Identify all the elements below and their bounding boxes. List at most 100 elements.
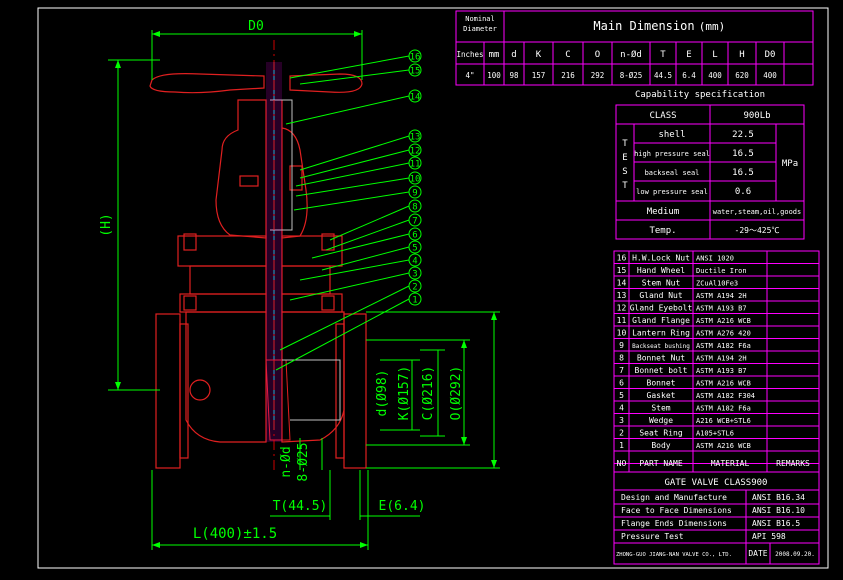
dim-nd2: 8-Ø25 bbox=[296, 442, 311, 481]
standard-value: ANSI B16.10 bbox=[752, 506, 805, 515]
main-header-cell: L bbox=[712, 50, 717, 60]
part-material: ANSI 1020 bbox=[696, 255, 734, 263]
dim-D0: D0 bbox=[248, 19, 264, 34]
dim-O: O(Ø292) bbox=[449, 366, 464, 421]
main-value-cell: 216 bbox=[561, 71, 575, 80]
body-right bbox=[281, 311, 345, 443]
main-value-cell: 292 bbox=[591, 71, 605, 80]
bonnet bbox=[189, 265, 267, 295]
title-block bbox=[613, 471, 820, 565]
main-value-cell: 6.4 bbox=[682, 71, 696, 80]
header-part-name: PART NAME bbox=[639, 459, 683, 468]
part-name: Gland Nut bbox=[639, 291, 683, 300]
part-balloon: 8 bbox=[412, 203, 417, 213]
test-row-value: 22.5 bbox=[732, 130, 754, 140]
part-balloon: 11 bbox=[410, 160, 421, 170]
standard-label: Design and Manufacture bbox=[621, 493, 727, 502]
test-row-label: backseal seal bbox=[645, 169, 700, 177]
part-number: 3 bbox=[619, 416, 624, 425]
part-material: ASTM A182 F6a bbox=[696, 405, 751, 413]
part-number: 9 bbox=[619, 341, 624, 350]
part-number: 5 bbox=[619, 391, 624, 400]
main-header-cell: n-Ød bbox=[620, 49, 642, 60]
main-header-cell: O bbox=[595, 50, 600, 60]
main-dimension-text: Nominal Diameter Main Dimension (mm) Inc… bbox=[456, 15, 777, 80]
part-number: 6 bbox=[619, 379, 624, 388]
part-number: 12 bbox=[617, 304, 627, 313]
dimension-arrows bbox=[115, 31, 497, 548]
part-balloon: 6 bbox=[412, 231, 417, 241]
part-name: Hand Wheel bbox=[637, 266, 685, 275]
part-balloon: 14 bbox=[410, 93, 421, 103]
date-label: DATE bbox=[748, 549, 767, 558]
part-material: A216 WCB+STL6 bbox=[696, 417, 751, 425]
part-name: Backseat bushing bbox=[632, 343, 690, 350]
medium-label: Medium bbox=[647, 207, 680, 217]
test-letter: E bbox=[622, 153, 627, 163]
part-material: ASTM A182 F304 bbox=[696, 392, 755, 400]
main-header-cell: T bbox=[660, 50, 666, 60]
part-balloon: 9 bbox=[412, 189, 417, 199]
test-row-label: high pressure seal bbox=[634, 150, 710, 158]
part-balloon: 10 bbox=[410, 175, 421, 185]
part-name: Body bbox=[651, 441, 670, 450]
main-value-cell: 400 bbox=[708, 71, 722, 80]
part-material: ASTM A194 2H bbox=[696, 355, 747, 363]
header-material: MATERIAL bbox=[711, 459, 750, 468]
part-name: Bonnet Nut bbox=[637, 354, 685, 363]
standard-value: ANSI B16.34 bbox=[752, 493, 805, 502]
capability-text: CLASS 900Lb T E S T shell 22.5 high pres… bbox=[622, 111, 801, 236]
part-name: Stem bbox=[651, 404, 670, 413]
capability-table bbox=[615, 104, 805, 240]
part-number: 16 bbox=[617, 254, 627, 263]
part-name: Seat Ring bbox=[639, 429, 683, 438]
company-name: ZHONG-GUO JIANG-NAN VALVE CO., LTD. bbox=[616, 552, 732, 558]
part-material: ASTM A216 WCB bbox=[696, 442, 751, 450]
part-material: ASTM A216 WCB bbox=[696, 380, 751, 388]
drawing-title: GATE VALVE CLASS900 bbox=[665, 478, 768, 488]
title-block-text: GATE VALVE CLASS900 Design and Manufactu… bbox=[616, 478, 815, 558]
handwheel-right bbox=[289, 73, 363, 93]
main-value-cell: 620 bbox=[735, 71, 749, 80]
parts-list-text: 16 H.W.Lock Nut ANSI 1020 15 Hand Wheel Ducti… bbox=[617, 254, 810, 469]
handwheel-left bbox=[149, 73, 265, 94]
part-number: 11 bbox=[617, 316, 627, 325]
part-name: Stem Nut bbox=[642, 279, 681, 288]
part-name: H.W.Lock Nut bbox=[632, 254, 690, 263]
part-number: 15 bbox=[617, 266, 627, 275]
part-balloon: 15 bbox=[410, 67, 421, 77]
capability-title: Capability specification bbox=[635, 90, 765, 100]
header-no: NO bbox=[617, 459, 627, 468]
dim-T: T(44.5) bbox=[273, 499, 328, 514]
dimension-lines bbox=[108, 30, 500, 550]
main-value-cell: 98 bbox=[509, 71, 519, 80]
part-balloon: 2 bbox=[412, 283, 417, 293]
class-value: 900Lb bbox=[743, 111, 770, 121]
part-material: Ductile Iron bbox=[696, 267, 747, 275]
part-number: 2 bbox=[619, 429, 624, 438]
part-number: 4 bbox=[619, 404, 624, 413]
dim-H: (H) bbox=[99, 213, 114, 236]
part-balloon: 7 bbox=[412, 217, 417, 227]
pressure-unit: MPa bbox=[782, 159, 798, 169]
main-header-cell: H bbox=[739, 50, 744, 60]
part-number: 14 bbox=[617, 279, 627, 288]
main-dimension-title: Main Dimension bbox=[593, 19, 694, 33]
temp-label: Temp. bbox=[649, 226, 676, 236]
part-balloon: 4 bbox=[412, 257, 417, 267]
test-row-value: 16.5 bbox=[732, 149, 754, 159]
part-name: Gasket bbox=[647, 391, 676, 400]
main-value-cell: 100 bbox=[487, 71, 501, 80]
part-material: ASTM A216 WCB bbox=[696, 317, 751, 325]
test-letter: T bbox=[622, 139, 628, 149]
part-material: ASTM A194 2H bbox=[696, 292, 747, 300]
standard-value: API 598 bbox=[752, 532, 786, 541]
body-left bbox=[185, 311, 267, 443]
date-value: 2008.09.20. bbox=[775, 551, 815, 558]
parts-list-table bbox=[613, 250, 820, 473]
part-number: 13 bbox=[617, 291, 627, 300]
test-row-value: 0.6 bbox=[735, 187, 751, 197]
yoke-left bbox=[215, 99, 267, 239]
part-name: Bonnet bolt bbox=[635, 366, 688, 375]
standard-label: Face to Face Dimensions bbox=[621, 506, 732, 515]
